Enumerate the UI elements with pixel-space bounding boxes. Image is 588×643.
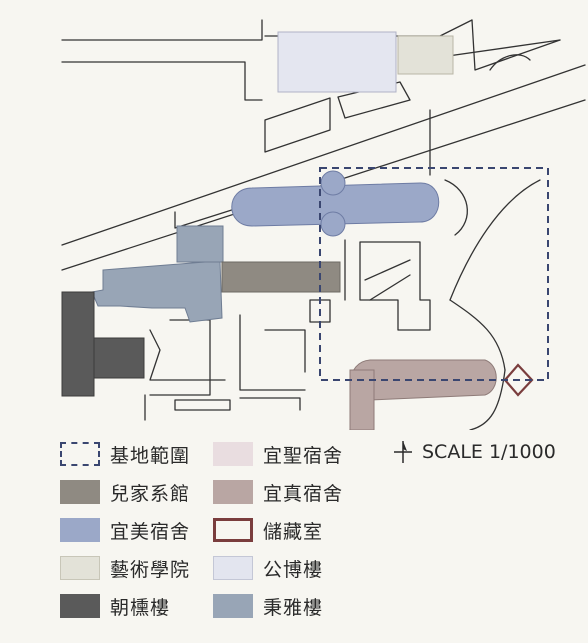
legend-item-gongbo: 公博樓 bbox=[213, 553, 323, 583]
legend-swatch-yizhen bbox=[213, 480, 253, 504]
legend-swatch-art bbox=[60, 556, 100, 580]
legend-swatch-children bbox=[60, 480, 100, 504]
legend-item-yisheng: 宜聖宿舍 bbox=[213, 439, 343, 469]
legend-label-gongbo: 公博樓 bbox=[263, 558, 324, 581]
legend-item-children: 兒家系館 bbox=[60, 477, 190, 507]
legend-swatch-yimei bbox=[60, 518, 100, 542]
legend-label-yimei: 宜美宿舍 bbox=[110, 520, 191, 543]
legend-label-yisheng: 宜聖宿舍 bbox=[263, 444, 344, 467]
legend-label-chaoxin: 朝櫄樓 bbox=[110, 596, 171, 619]
legend-swatch-storage bbox=[213, 518, 253, 542]
legend-label-children: 兒家系館 bbox=[110, 482, 191, 505]
legend-swatch-jianya bbox=[213, 594, 253, 618]
chaoxin-building bbox=[61, 291, 145, 397]
site-plan bbox=[61, 19, 586, 430]
scale-indicator: SCALE 1/1000 bbox=[392, 437, 556, 467]
legend-swatch-chaoxin bbox=[60, 594, 100, 618]
legend-label-yizhen: 宜真宿舍 bbox=[263, 482, 344, 505]
north-arrow-icon bbox=[394, 441, 412, 463]
legend-item-storage: 儲藏室 bbox=[213, 515, 323, 545]
legend-swatch-site bbox=[60, 442, 100, 466]
legend-label-art: 藝術學院 bbox=[110, 558, 191, 581]
legend-label-site: 基地範圍 bbox=[110, 444, 191, 467]
legend-item-yizhen: 宜真宿舍 bbox=[213, 477, 343, 507]
legend-item-art: 藝術學院 bbox=[60, 553, 190, 583]
legend-swatch-yisheng bbox=[213, 442, 253, 466]
legend-item-site: 基地範圍 bbox=[60, 439, 190, 469]
legend-swatch-gongbo bbox=[213, 556, 253, 580]
art-college-annex bbox=[397, 35, 454, 75]
yimei-dorm-building bbox=[231, 170, 440, 237]
site-boundary bbox=[319, 167, 549, 381]
art-college-building bbox=[277, 31, 397, 93]
legend-item-yimei: 宜美宿舍 bbox=[60, 515, 190, 545]
children-family-department bbox=[221, 261, 341, 293]
jianya-building bbox=[91, 225, 224, 323]
legend-label-storage: 儲藏室 bbox=[263, 520, 324, 543]
legend-item-chaoxin: 朝櫄樓 bbox=[60, 591, 170, 621]
legend-label-jianya: 秉雅樓 bbox=[263, 596, 324, 619]
legend-item-jianya: 秉雅樓 bbox=[213, 591, 323, 621]
yizhen-dorm-building bbox=[349, 359, 497, 430]
scale-label: SCALE 1/1000 bbox=[422, 441, 556, 463]
